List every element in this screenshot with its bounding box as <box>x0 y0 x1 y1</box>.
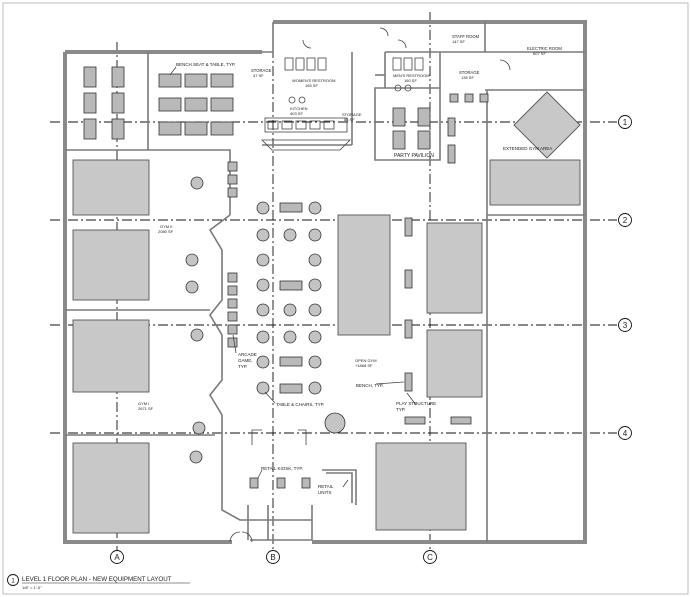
label-open-gym-area: +1868 SF <box>355 363 373 368</box>
callout-bench-seat-table: BENCH SEAT & TABLE, TYP. <box>176 62 236 67</box>
svg-text:C: C <box>427 553 433 562</box>
grid-bubble-3: 3 <box>618 318 632 332</box>
label-kitchen-area: 403 SF <box>290 111 303 116</box>
benches <box>404 217 472 425</box>
label-storage-nw: STORAGE <box>251 68 272 73</box>
label-storage-ne-area: 135 SF <box>461 75 474 80</box>
callout-arcade-1: ARCADE <box>238 352 257 357</box>
svg-text:4: 4 <box>623 429 628 438</box>
label-staff-room-area: 147 SF <box>452 39 465 44</box>
label-mens-restroom: MEN'S RESTROOM <box>393 73 430 78</box>
callout-retail-units-2: UNITS <box>318 490 332 495</box>
grid-bubble-A: A <box>110 550 124 564</box>
label-staff-room: STAFF ROOM <box>452 34 480 39</box>
label-gym-upper: GYM II <box>160 224 172 229</box>
drawing-title: 1 LEVEL 1 FLOOR PLAN - NEW EQUIPMENT LAY… <box>7 574 190 590</box>
label-electric-room-area: 607 SF <box>533 51 546 56</box>
label-gym-upper-area: 2080 SF <box>158 229 174 234</box>
svg-text:3: 3 <box>623 321 628 330</box>
label-womens-restroom-area: 165 SF <box>305 83 318 88</box>
grid-bubble-2: 2 <box>618 213 632 227</box>
callout-labels: BENCH SEAT & TABLE, TYP. ARCADE GAME, TY… <box>176 62 436 495</box>
round-chairs <box>185 176 346 464</box>
grid-bubble-4: 4 <box>618 426 632 440</box>
label-storage-nw-area: 47 SF <box>253 73 264 78</box>
label-mens-restroom-area: 160 SF <box>404 78 417 83</box>
svg-text:1: 1 <box>623 118 628 127</box>
label-storage-kitchen: STORAGE <box>342 112 362 117</box>
drawing-scale: 1/8" = 1'-0" <box>22 585 42 590</box>
label-storage-ne: STORAGE <box>459 70 480 75</box>
room-labels: STAFF ROOM 147 SF ELECTRIC ROOM 607 SF S… <box>138 34 562 411</box>
svg-text:B: B <box>270 553 275 562</box>
label-womens-restroom: WOMEN'S RESTROOM <box>292 78 335 83</box>
grid-bubble-1: 1 <box>618 115 632 129</box>
svg-text:2: 2 <box>623 216 628 225</box>
callout-retail-units-1: RETAIL <box>318 484 334 489</box>
label-kitchen: KITCHEN <box>290 106 308 111</box>
callout-arcade-3: TYP. <box>238 364 247 369</box>
callout-arcade-2: GAME, <box>238 358 253 363</box>
drawing-title-text: LEVEL 1 FLOOR PLAN - NEW EQUIPMENT LAYOU… <box>22 576 172 583</box>
label-storage-kitchen-area: 88 SF <box>344 117 355 122</box>
grid-bubble-B: B <box>266 550 280 564</box>
drawing-title-number: 1 <box>11 578 15 585</box>
callout-play-structure-2: TYP. <box>396 407 405 412</box>
label-gym-lower-area: 2671 SF <box>138 406 154 411</box>
svg-text:A: A <box>114 553 120 562</box>
label-party-pavilion: PARTY PAVILION <box>394 153 434 159</box>
arcade-games <box>227 161 238 348</box>
callout-table-chairs: TABLE & CHAIRS, TYP. <box>276 402 324 407</box>
leader-lines <box>169 66 417 488</box>
rect-tables <box>279 202 303 394</box>
restroom-fixtures <box>284 27 511 104</box>
retail-kiosks <box>229 429 357 543</box>
label-open-gym: OPEN GYM <box>355 358 377 363</box>
party-pavilion-tables <box>392 93 489 164</box>
grid-bubble-C: C <box>423 550 437 564</box>
gym-pads <box>72 91 581 534</box>
label-extended-gym: EXTENDED GYM AREA <box>503 146 552 151</box>
exterior-walls <box>63 20 587 544</box>
bench-seat-tables <box>83 66 234 140</box>
interior-walls <box>65 22 585 542</box>
callout-play-structure-1: PLAY STRUCTURE <box>396 401 436 406</box>
kitchen-equipment <box>261 117 351 151</box>
callout-bench: BENCH, TYP. <box>356 383 384 388</box>
callout-retail-kiosk: RETAIL KIOSK, TYP. <box>261 466 303 471</box>
label-electric-room: ELECTRIC ROOM <box>527 46 562 51</box>
label-gym-lower: GYM I <box>138 401 149 406</box>
